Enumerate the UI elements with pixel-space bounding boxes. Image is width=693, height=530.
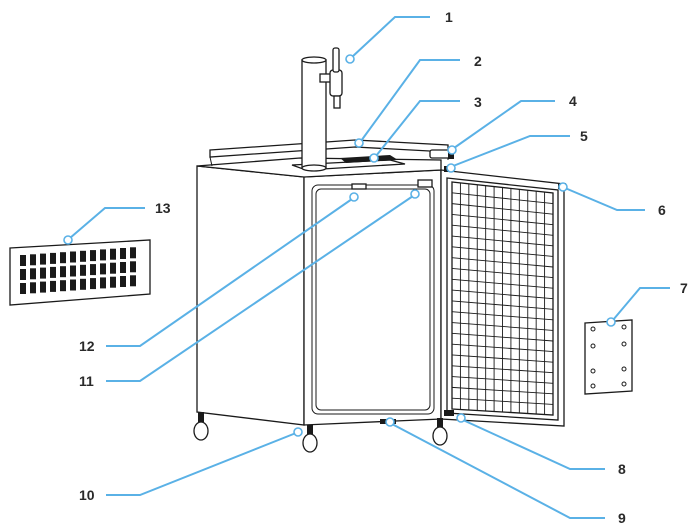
callout-1: 1 (345, 9, 453, 64)
callout-number-6: 6 (658, 202, 666, 218)
callout-12: 12 (79, 192, 359, 354)
mounting-plate (584, 319, 633, 395)
callout-6: 6 (558, 182, 666, 218)
callout-number-10: 10 (79, 487, 95, 503)
callout-10: 10 (79, 427, 303, 503)
callout-2: 2 (354, 53, 482, 148)
caster-left (193, 412, 209, 441)
callout-8: 8 (456, 413, 626, 477)
door-hinge-bottom (444, 410, 454, 416)
callout-number-11: 11 (79, 373, 94, 389)
callout-7: 7 (606, 280, 688, 327)
beer-tower (301, 47, 343, 172)
callout-11: 11 (79, 189, 420, 389)
callout-number-7: 7 (680, 280, 688, 296)
callout-4: 4 (447, 93, 577, 155)
callout-3: 3 (369, 94, 482, 163)
callout-number-1: 1 (445, 9, 453, 25)
callout-number-9: 9 (618, 510, 626, 526)
callout-9: 9 (385, 417, 626, 526)
callout-number-5: 5 (580, 128, 588, 144)
interior-light (351, 183, 367, 190)
caster-right (432, 418, 448, 446)
callout-13: 13 (63, 200, 171, 245)
callout-number-4: 4 (569, 93, 577, 109)
casters (193, 412, 448, 453)
callout-number-8: 8 (618, 461, 626, 477)
cabinet-body (196, 157, 442, 426)
callout-number-2: 2 (474, 53, 482, 69)
callout-number-3: 3 (474, 94, 482, 110)
open-door (440, 166, 566, 427)
rear-vent-grille (9, 239, 151, 306)
callout-number-12: 12 (79, 338, 95, 354)
thermostat-control (417, 179, 433, 188)
callout-number-13: 13 (155, 200, 171, 216)
caster-front (302, 425, 318, 453)
callout-5: 5 (446, 128, 588, 173)
